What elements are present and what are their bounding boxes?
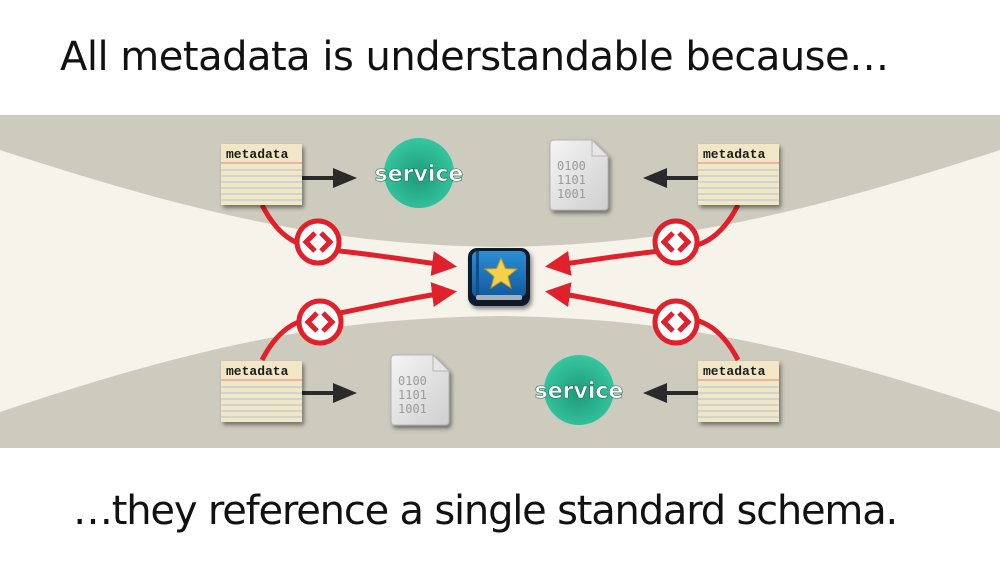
card-label: metadata: [226, 364, 289, 379]
metadata-card-bl: metadata: [221, 361, 302, 422]
binary-line: 1101: [398, 388, 427, 402]
card-label: metadata: [703, 364, 766, 379]
code-brackets-icon: [294, 218, 342, 266]
slide-caption: …they reference a single standard schema…: [73, 488, 898, 534]
card-label: metadata: [226, 147, 289, 162]
arrow-tl-to-service: [302, 168, 357, 188]
slide-title: All metadata is understandable because…: [60, 34, 889, 80]
code-brackets-icon: [296, 298, 344, 346]
metadata-card-tl: metadata: [221, 144, 302, 205]
card-label: metadata: [703, 147, 766, 162]
code-brackets-icon: [652, 298, 700, 346]
metadata-card-tr: metadata: [698, 144, 779, 205]
binary-line: 0100: [398, 374, 427, 388]
binary-line: 1101: [557, 173, 586, 187]
arrow-bl-to-file: [302, 383, 357, 403]
code-brackets-icon: [652, 218, 700, 266]
binary-line: 1001: [398, 402, 427, 416]
binary-file-icon-bottom: 0100 1101 1001: [390, 353, 451, 426]
schema-book-star-icon: [468, 248, 530, 306]
arrow-tr-to-file: [643, 168, 698, 188]
service-label: service: [375, 162, 464, 187]
service-label: service: [535, 379, 624, 404]
service-node-top: service: [374, 138, 464, 208]
dark-arrows: [302, 168, 698, 403]
service-node-bottom: service: [534, 355, 624, 425]
binary-line: 0100: [557, 159, 586, 173]
binary-line: 1001: [557, 187, 586, 201]
binary-file-icon-top: 0100 1101 1001: [549, 138, 610, 211]
arrow-br-to-service: [643, 383, 698, 403]
metadata-card-br: metadata: [698, 361, 779, 422]
